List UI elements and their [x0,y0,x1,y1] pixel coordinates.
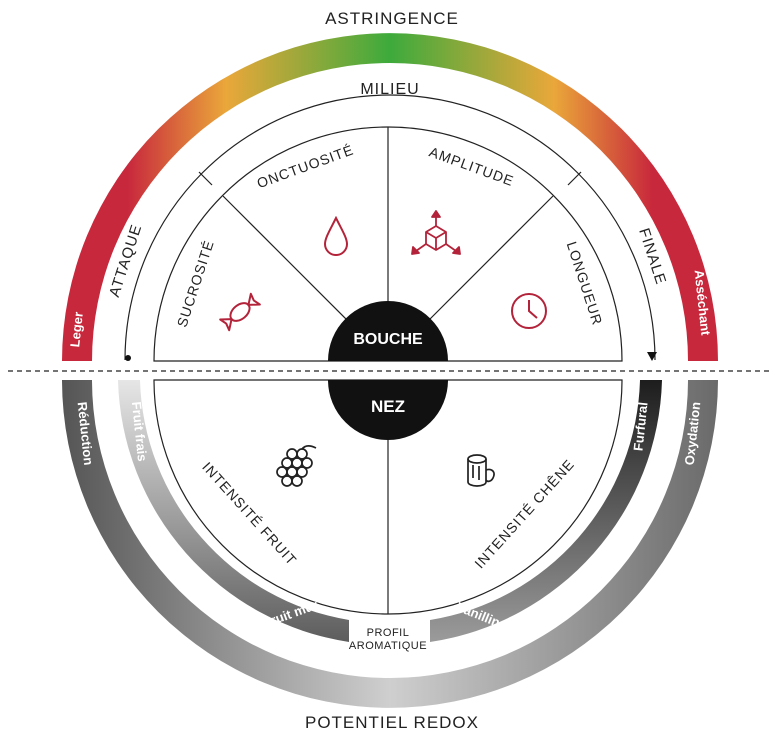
oak-gradient-band [430,380,662,642]
sector-longueur-label: LONGUEUR [564,239,606,327]
sector-sucrosite-label: SUCROSITÉ [174,238,217,329]
bouche-halfcircle [153,126,623,362]
fruit-gradient-band [118,380,349,642]
profil-line1: PROFIL [367,627,410,639]
sector-chene-label: INTENSITÉ CHÊNE [471,456,577,572]
arc-tick-left [198,171,213,186]
redox-left-label: Réduction [75,401,97,466]
drop-icon [323,215,349,256]
fruit-top-label: Fruit frais [129,401,150,462]
nez-label: NEZ [371,397,405,416]
milieu-label: MILIEU [360,81,419,98]
astringence-left-label: Leger [67,311,86,348]
sector-onctuosite-label: ONCTUOSITÉ [255,141,356,191]
cube-arrows-icon [411,210,461,255]
clock-icon [511,293,547,329]
candy-icon [219,292,261,332]
nez-badge [328,380,448,440]
astringence-title: ASTRINGENCE [325,9,459,28]
bouche-badge [328,301,448,361]
profil-line2: AROMATIQUE [349,640,427,652]
oak-log-icon [467,454,495,487]
milieu-arc [124,94,656,361]
astringence-right-label: Asséchant [692,269,714,337]
sector-amplitude-label: AMPLITUDE [427,144,516,190]
nez-halfcircle [153,379,623,615]
redox-right-label: Oxydation [682,401,704,466]
arc-tick-right [567,171,582,186]
attaque-dot [125,355,131,361]
grapes-icon [276,445,317,487]
finale-arrow [647,352,657,361]
bouche-label: BOUCHE [353,331,423,348]
redox-title: POTENTIEL REDOX [305,713,479,732]
oak-top-label: Furfural [630,401,650,451]
